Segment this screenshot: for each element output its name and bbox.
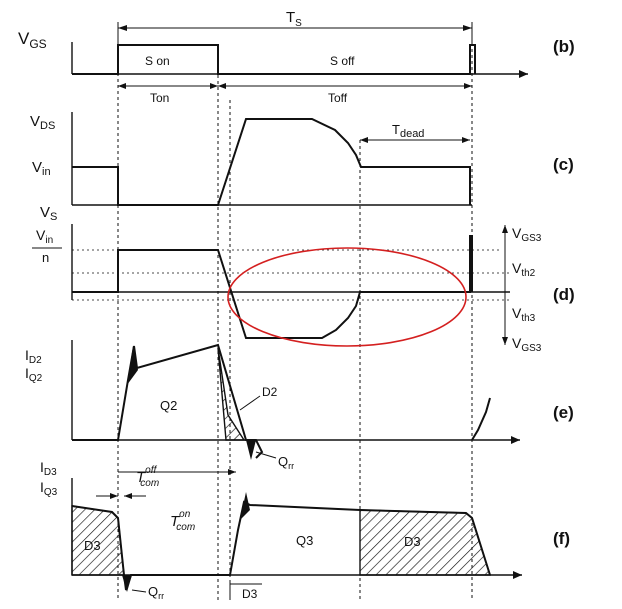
ts-arrow-right-icon xyxy=(463,25,472,31)
panel-e-label: (e) xyxy=(553,403,574,422)
id2-reverse-spike xyxy=(246,440,256,460)
id3-reverse-spike xyxy=(122,575,132,592)
id2-waveform xyxy=(72,343,264,459)
tcom-on-arrow-right-icon xyxy=(110,493,118,499)
d3-left-label: D3 xyxy=(84,538,101,553)
vds-label: VDS xyxy=(30,113,55,132)
vgs-label: VGS xyxy=(18,29,47,51)
panel-d-label: (d) xyxy=(553,285,575,304)
vs-waveform xyxy=(72,235,473,339)
ts-label: TS xyxy=(286,9,302,29)
panel-b-label: (b) xyxy=(553,37,575,56)
vds-panel: VDS Vin Tdead (c) xyxy=(30,112,574,206)
toff-arrow-left-icon xyxy=(218,83,226,89)
tdead-arrow-right-icon xyxy=(462,137,470,143)
id2-next-rise xyxy=(471,397,491,441)
id3-spike xyxy=(240,492,250,520)
vgs3-bottom-label: VGS3 xyxy=(512,335,542,354)
toff-label: Toff xyxy=(328,91,348,105)
ton-arrow-right-icon xyxy=(210,83,218,89)
time-markers xyxy=(117,25,473,600)
d3-bottom-label: D3 xyxy=(242,587,258,601)
d2-pointer xyxy=(239,395,261,411)
iq3-label: IQ3 xyxy=(40,479,58,498)
qrr-pointer xyxy=(255,451,277,459)
qrr-label: Qrr xyxy=(278,454,294,471)
d2-label: D2 xyxy=(262,385,278,399)
vs-panel: VS Vin n VGS3 Vth2 Vth3 VGS3 (d) xyxy=(32,204,575,354)
panel-c-label: (c) xyxy=(553,155,574,174)
highlight-ellipse xyxy=(227,247,467,347)
ts-arrow-left-icon xyxy=(118,25,127,31)
tdead-arrow-left-icon xyxy=(360,137,368,143)
vgs3-arrow-down-icon xyxy=(502,337,508,345)
s-on-label: S on xyxy=(145,54,170,68)
d3-right-hatched xyxy=(359,509,491,576)
id3-waveform xyxy=(71,500,491,591)
vin-over-n-bottom: n xyxy=(42,250,49,265)
q2-label: Q2 xyxy=(160,398,177,413)
tdead-label: Tdead xyxy=(392,122,424,140)
vgs-waveform xyxy=(72,44,476,75)
vs-label: VS xyxy=(40,204,57,223)
vgs3-arrow-up-icon xyxy=(502,225,508,233)
id2-spike xyxy=(127,346,138,385)
vin-over-n-top: Vin xyxy=(36,227,53,246)
vth2-label: Vth2 xyxy=(512,260,536,279)
tcom-off-arrow-icon xyxy=(228,469,236,475)
id3-arrowhead-icon xyxy=(513,571,522,579)
iq2-label: IQ2 xyxy=(25,365,43,384)
d3-right-label: D3 xyxy=(404,534,421,549)
vth3-label: Vth3 xyxy=(512,305,536,324)
panel-f-label: (f) xyxy=(553,529,570,548)
q3-label: Q3 xyxy=(296,533,313,548)
qrr2-label: Qrr xyxy=(148,584,164,601)
ton-label: Ton xyxy=(150,91,169,105)
id2-label: ID2 xyxy=(25,347,42,366)
tcom-on-arrow-left-icon xyxy=(124,493,132,499)
qrr2-pointer xyxy=(131,589,147,593)
vin-label: Vin xyxy=(32,159,51,178)
vds-waveform xyxy=(72,118,471,206)
s-off-label: S off xyxy=(330,54,355,68)
vgs-arrowhead-icon xyxy=(519,70,528,78)
vgs3-top-label: VGS3 xyxy=(512,225,542,244)
id3-label: ID3 xyxy=(40,459,57,478)
id2-panel: ID2 IQ2 Q2 D2 Qrr (e) xyxy=(25,340,574,471)
ton-arrow-left-icon xyxy=(118,83,126,89)
d2-hatched-region xyxy=(217,347,246,441)
id2-arrowhead-icon xyxy=(511,436,520,444)
toff-arrow-right-icon xyxy=(464,83,472,89)
vgs-panel: TS VGS S on S off Ton Toff (b) xyxy=(18,9,575,105)
